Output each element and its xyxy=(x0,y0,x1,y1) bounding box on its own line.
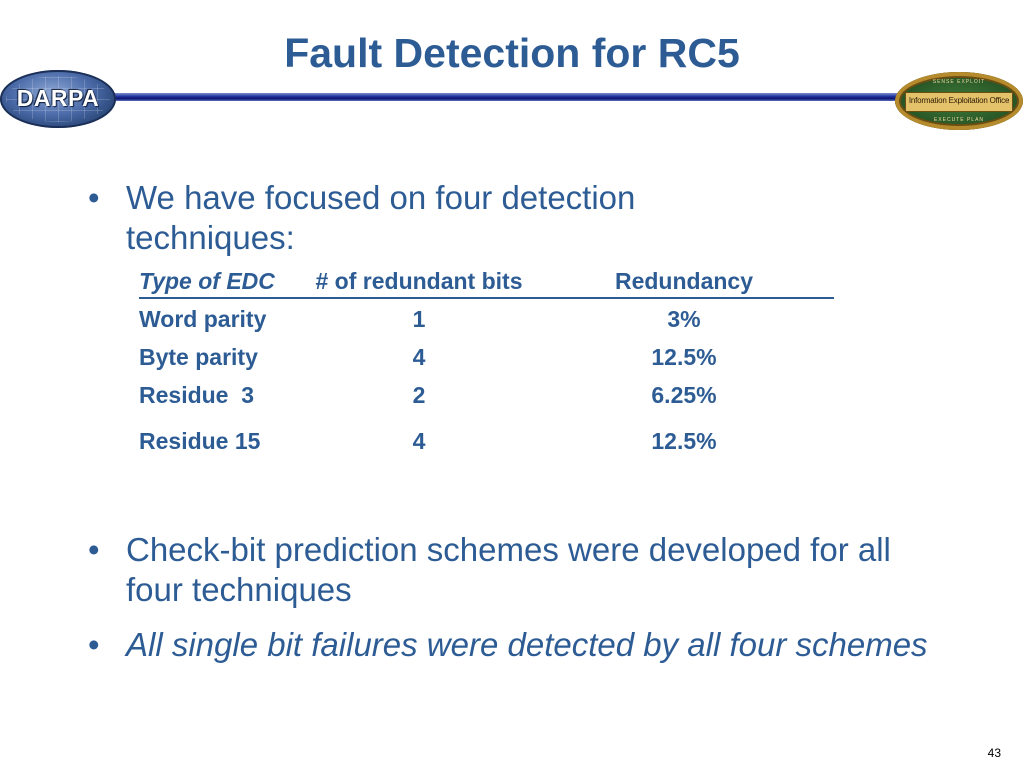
edc-cell-bits: 4 xyxy=(412,344,426,370)
ixo-logo-text: Information Exploitation Office xyxy=(908,96,1010,105)
bullet-icon: • xyxy=(88,179,100,216)
edc-header-type: Type of EDC xyxy=(139,268,275,294)
edc-cell-type: Residue 3 xyxy=(139,382,255,408)
ixo-ring-top: SENSE EXPLOIT xyxy=(932,79,986,85)
page-number: 43 xyxy=(987,746,1001,760)
edc-header-redundancy: Redundancy xyxy=(614,268,754,294)
darpa-logo-icon: DARPA xyxy=(0,70,116,128)
edc-cell-type: Byte parity xyxy=(139,344,258,370)
edc-cell-bits: 1 xyxy=(412,306,426,332)
bullet-text: All single bit failures were detected by… xyxy=(126,626,928,663)
edc-cell-type: Word parity xyxy=(139,306,267,332)
bullet-text: Check-bit prediction schemes were develo… xyxy=(126,531,891,608)
darpa-logo-text: DARPA xyxy=(16,85,100,111)
edc-row: Residue 15 4 12.5% xyxy=(139,428,859,458)
ixo-logo-icon: SENSE EXPLOIT Information Exploitation O… xyxy=(895,72,1023,130)
edc-cell-redundancy: 12.5% xyxy=(651,428,717,454)
edc-cell-redundancy: 6.25% xyxy=(651,382,717,408)
bullet-icon: • xyxy=(88,626,100,663)
edc-row: Word parity 1 3% xyxy=(139,306,859,336)
edc-header-row: Type of EDC # of redundant bits Redundan… xyxy=(139,268,859,299)
edc-header-bits: # of redundant bits xyxy=(315,268,523,294)
bullet-icon: • xyxy=(88,531,100,568)
edc-cell-type: Residue 15 xyxy=(139,428,261,454)
edc-cell-redundancy: 12.5% xyxy=(651,344,717,370)
edc-row: Residue 3 2 6.25% xyxy=(139,382,859,412)
ixo-ring-bottom: EXECUTE PLAN xyxy=(933,117,985,123)
edc-row: Byte parity 4 12.5% xyxy=(139,344,859,374)
header-rule xyxy=(96,93,916,101)
edc-cell-redundancy: 3% xyxy=(667,306,701,332)
edc-cell-bits: 4 xyxy=(412,428,426,454)
slide-title: Fault Detection for RC5 xyxy=(284,30,740,76)
edc-cell-bits: 2 xyxy=(412,382,426,408)
bullet-text: We have focused on four detection techni… xyxy=(126,179,636,256)
